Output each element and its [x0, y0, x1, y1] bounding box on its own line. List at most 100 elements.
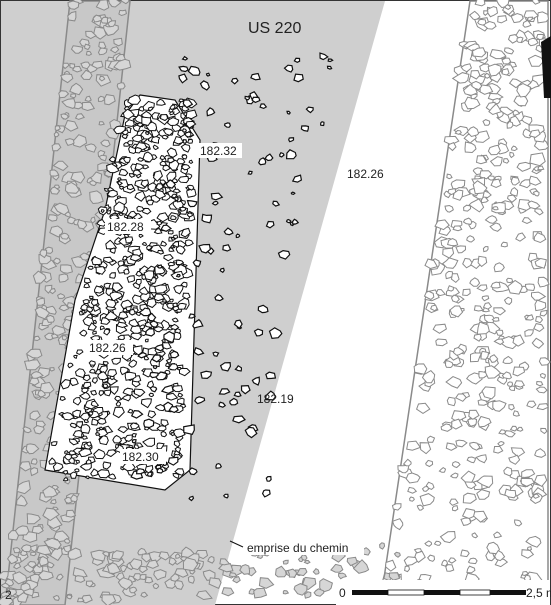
stone-outline: [177, 302, 187, 310]
stone-outline: [175, 273, 181, 278]
stone-outline: [454, 129, 462, 135]
stone-outline: [492, 400, 507, 412]
stone-outline: [502, 158, 510, 164]
stone-outline: [98, 390, 105, 397]
stone-outline: [481, 386, 496, 400]
stone-outline: [100, 209, 105, 214]
stone-outline: [538, 357, 551, 366]
stone-outline: [319, 578, 333, 594]
stone-outline: [67, 362, 74, 369]
scattered-stones: [125, 52, 334, 502]
stone-outline: [107, 20, 117, 28]
stone-outline: [124, 371, 137, 381]
stone-outline: [55, 573, 64, 581]
stone-outline: [477, 18, 487, 26]
stone-outline: [426, 435, 436, 443]
stone-outline: [113, 37, 123, 47]
stone-outline: [6, 553, 19, 565]
stone-outline: [391, 518, 404, 531]
stone-outline: [445, 564, 455, 572]
stone-outline: [63, 450, 70, 454]
stone-outline: [482, 246, 489, 253]
stone-outline: [82, 381, 92, 389]
stone-outline: [137, 157, 145, 162]
stone-outline: [521, 469, 536, 479]
stone-outline: [83, 418, 90, 424]
stone-outline: [536, 380, 544, 387]
stone-outline: [319, 52, 329, 61]
stone-outline: [483, 314, 496, 324]
stone-outline: [288, 137, 295, 143]
scale-segment: [424, 590, 460, 595]
stone-outline: [89, 180, 97, 187]
stone-outline: [416, 504, 425, 511]
stone-outline: [142, 151, 154, 163]
stone-outline: [169, 298, 174, 303]
stone-outline: [126, 140, 134, 146]
stone-outline: [518, 179, 531, 189]
stone-outline: [447, 557, 457, 564]
stone-outline: [279, 151, 285, 158]
stone-outline: [84, 95, 92, 102]
stone-outline: [93, 448, 106, 460]
stone-outline: [319, 121, 325, 127]
stone-outline: [132, 169, 143, 176]
stone-outline: [146, 199, 155, 206]
stone-outline: [527, 37, 539, 47]
stone-outline: [102, 256, 114, 264]
stone-outline: [12, 562, 22, 570]
stone-outline: [146, 471, 153, 477]
stone-outline: [404, 565, 411, 573]
stone-outline: [439, 530, 456, 544]
stone-outline: [219, 267, 225, 274]
stone-outline: [291, 174, 303, 183]
stone-outline: [446, 396, 456, 407]
stone-outline: [7, 588, 18, 597]
stone-outline: [167, 157, 176, 164]
stone-outline: [43, 537, 62, 550]
stone-outline: [70, 93, 77, 99]
stone-outline: [30, 371, 44, 380]
stone-outline: [62, 62, 70, 70]
stone-outline: [108, 156, 116, 163]
stone-outline: [434, 219, 450, 231]
stone-outline: [161, 134, 169, 140]
stone-outline: [49, 367, 55, 372]
stone-outline: [248, 588, 256, 595]
stone-outline: [117, 576, 133, 591]
stone-outline: [455, 245, 467, 254]
stone-outline: [31, 525, 44, 535]
stone-outline: [159, 179, 167, 186]
stone-outline: [90, 549, 106, 562]
stone-outline: [172, 234, 179, 240]
stone-outline: [134, 190, 146, 202]
stone-outline: [509, 186, 519, 197]
stone-outline: [58, 273, 69, 283]
stone-outline: [215, 462, 223, 469]
elevation-box: [87, 340, 133, 355]
stone-outline: [163, 330, 175, 344]
stone-outline: [78, 448, 93, 458]
stone-outline: [60, 113, 69, 120]
stone-outline: [158, 551, 171, 561]
bottom-stone-outlines: [0, 540, 401, 605]
stone-outline: [180, 143, 191, 153]
stone-outline: [229, 397, 239, 406]
stone-outline: [488, 103, 502, 116]
stone-outline: [124, 119, 135, 127]
stone-outline: [285, 218, 292, 224]
stone-outline: [107, 369, 118, 378]
stone-outline: [282, 559, 289, 565]
stone-outline: [28, 377, 40, 386]
stone-outline: [86, 441, 93, 447]
stone-outline: [525, 314, 535, 321]
stone-outline: [445, 270, 454, 280]
stone-outline: [143, 270, 155, 281]
stone-outline: [177, 366, 182, 371]
stone-outline: [149, 320, 159, 328]
stone-outline: [247, 170, 253, 175]
stone-outline: [153, 343, 165, 352]
stone-outline: [37, 570, 54, 581]
stone-outline: [144, 576, 154, 584]
stone-outline: [175, 259, 185, 266]
